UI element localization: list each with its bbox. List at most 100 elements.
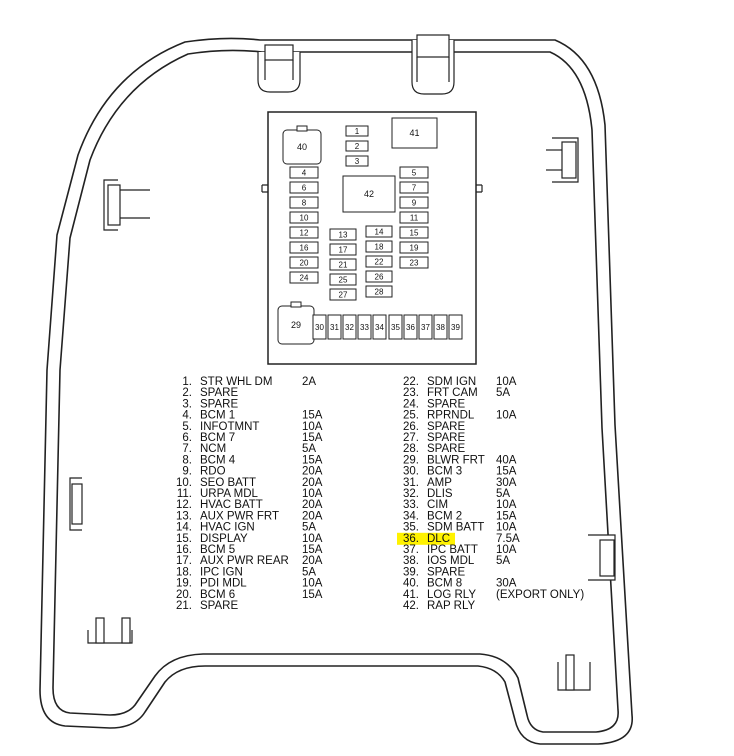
legend-name: SPARE xyxy=(427,421,465,433)
fuse-30-label: 30 xyxy=(315,323,324,332)
legend-name: LOG RLY xyxy=(427,589,476,601)
fuse-33: 33 xyxy=(357,314,372,340)
fuse-9: 9 xyxy=(399,196,429,209)
legend-name: AUX PWR REAR xyxy=(200,555,289,567)
fuse-18-label: 18 xyxy=(375,243,384,252)
fuse-35-label: 35 xyxy=(391,323,400,332)
cover-clips xyxy=(69,34,616,691)
legend-amp: 5A xyxy=(496,387,510,399)
legend-amp: 10A xyxy=(496,376,517,388)
fuse-22: 22 xyxy=(365,255,393,268)
fuse-35: 35 xyxy=(388,314,403,340)
legend-amp: 15A xyxy=(302,544,323,556)
fuse-5-body xyxy=(399,166,429,179)
legend-amp: 10A xyxy=(496,522,517,534)
relay-42-label: 42 xyxy=(364,189,374,199)
legend-name: SDM BATT xyxy=(427,522,484,534)
fuse-7: 7 xyxy=(399,181,429,194)
fuse-15-label: 15 xyxy=(410,229,419,238)
fuse-25-body xyxy=(329,273,357,286)
fuse-21-body xyxy=(329,258,357,271)
fuse-20-label: 20 xyxy=(300,259,309,268)
fuse-4-label: 4 xyxy=(302,169,307,178)
fuse-19: 19 xyxy=(399,241,429,254)
fuse-3-body xyxy=(345,155,369,167)
legend-num: 9. xyxy=(182,466,192,478)
legend-num: 11. xyxy=(177,488,192,500)
fuse-28: 28 xyxy=(365,285,393,298)
fuse-32: 32 xyxy=(342,314,357,340)
fuse-14-body xyxy=(365,225,393,238)
legend-name: BCM 1 xyxy=(200,410,235,422)
fuse-7-body xyxy=(399,181,429,194)
legend-amp: 30A xyxy=(496,477,517,489)
fuse-2-label: 2 xyxy=(355,142,360,151)
legend-name: IPC BATT xyxy=(427,544,478,556)
fuse-30: 30 xyxy=(312,314,327,340)
fuse-24: 24 xyxy=(289,271,319,284)
legend-amp: 10A xyxy=(302,488,323,500)
legend-num: 25. xyxy=(403,410,419,422)
legend-name: SDM IGN xyxy=(427,376,476,388)
fuse-30-body xyxy=(312,314,327,340)
legend-num: 30. xyxy=(403,466,419,478)
relay-41-label: 41 xyxy=(409,128,419,138)
fuse-17: 17 xyxy=(329,243,357,256)
legend-num: 23. xyxy=(403,387,419,399)
legend-name: SEO BATT xyxy=(200,477,256,489)
legend-name: SPARE xyxy=(200,398,238,410)
legend-num: 28. xyxy=(403,443,419,455)
legend-name: SPARE xyxy=(427,566,465,578)
fuse-23-label: 23 xyxy=(410,259,419,268)
fuse-21-label: 21 xyxy=(339,261,348,270)
top-center-clip xyxy=(411,34,455,95)
fuse-21: 21 xyxy=(329,258,357,271)
fuse-22-body xyxy=(365,255,393,268)
legend-num: 21. xyxy=(176,600,192,612)
fuse-4-body xyxy=(289,166,319,179)
fuse-32-body xyxy=(342,314,357,340)
fuse-38: 38 xyxy=(433,314,448,340)
fuse-24-label: 24 xyxy=(300,274,309,283)
fuse-13-body xyxy=(329,228,357,241)
fuse-8-body xyxy=(289,196,319,209)
legend-row: 27.SPARE xyxy=(403,432,465,444)
fuse-33-body xyxy=(357,314,372,340)
legend-num: 10. xyxy=(176,477,192,489)
fuse-15: 15 xyxy=(399,226,429,239)
legend-amp: 15A xyxy=(302,454,323,466)
fuse-10-body xyxy=(289,211,319,224)
legend-row: 21.SPARE xyxy=(176,600,238,612)
legend-amp: 7.5A xyxy=(496,533,520,545)
fuse-1-body xyxy=(345,125,369,137)
fuse-14: 14 xyxy=(365,225,393,238)
legend-num: 1. xyxy=(182,376,192,388)
fuse-5-label: 5 xyxy=(412,169,417,178)
legend-name: BCM 2 xyxy=(427,510,462,522)
legend-name: DLIS xyxy=(427,488,453,500)
fuse-1-label: 1 xyxy=(355,127,360,136)
legend-amp: 5A xyxy=(302,566,316,578)
relay-29-label: 29 xyxy=(291,320,301,330)
legend-num: 16. xyxy=(176,544,192,556)
fuse-2: 2 xyxy=(345,140,369,152)
fuse-8: 8 xyxy=(289,196,319,209)
legend-name: BLWR FRT xyxy=(427,454,485,466)
fuse-11-body xyxy=(399,211,429,224)
fuse-38-label: 38 xyxy=(436,323,445,332)
legend-num: 42. xyxy=(403,600,419,612)
fuse-17-label: 17 xyxy=(339,246,348,255)
legend-row: 28.SPARE xyxy=(403,443,465,455)
legend-amp: 5A xyxy=(302,522,316,534)
